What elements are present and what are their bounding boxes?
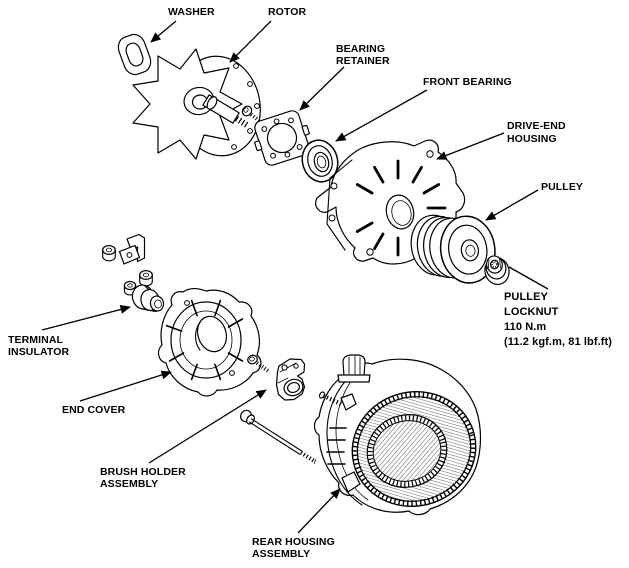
bearing-retainer-part [254, 110, 310, 166]
label-bearing-retainer: BEARING RETAINER [336, 43, 390, 67]
leader-arrows [41, 20, 549, 534]
label-drive-end-housing: DRIVE-END HOUSING [507, 120, 566, 145]
rotor-leader-arrow [229, 20, 272, 63]
through-bolt-part [240, 409, 317, 464]
rear-housing-part [313, 354, 482, 516]
pulley-locknut-part [484, 255, 510, 286]
front-bearing-leader-arrow [335, 89, 428, 142]
label-rotor: ROTOR [268, 6, 307, 18]
pulley-leader-arrow [485, 189, 539, 221]
label-pulley-locknut-torque: PULLEY LOCKNUT 110 N.m (11.2 kgf.m, 81 l… [504, 291, 613, 348]
label-terminal-insulator: TERMINAL INSULATOR [8, 334, 70, 358]
end-cover-part [157, 287, 262, 397]
front-bearing-part [301, 139, 339, 183]
washer-leader-arrow [150, 20, 177, 43]
end-cover-leader-arrow [79, 370, 172, 402]
pulley-part [410, 214, 496, 284]
label-rear-housing-assembly: REAR HOUSING ASSEMBLY [252, 536, 335, 560]
brush-holder-part [275, 358, 306, 401]
label-pulley: PULLEY [541, 181, 584, 193]
label-washer: WASHER [168, 6, 215, 18]
bearing-retainer-leader-arrow [299, 66, 345, 111]
label-front-bearing: FRONT BEARING [423, 76, 512, 88]
drive-end-housing-leader-arrow [436, 132, 505, 160]
bearing-retainer-screw-part [241, 105, 267, 127]
pulley-locknut-leader-line [508, 266, 549, 290]
brush-holder-leader-arrow [148, 389, 267, 464]
label-end-cover: END COVER [62, 404, 126, 416]
terminal-insulator-part [102, 233, 165, 313]
rear-housing-leader-arrow [297, 488, 341, 534]
label-brush-holder-assembly: BRUSH HOLDER ASSEMBLY [100, 466, 186, 490]
brush-holder-screw-part [247, 354, 271, 374]
terminal-insulator-leader-arrow [41, 305, 131, 331]
washer-part [117, 33, 152, 76]
rotor-part [132, 48, 261, 160]
